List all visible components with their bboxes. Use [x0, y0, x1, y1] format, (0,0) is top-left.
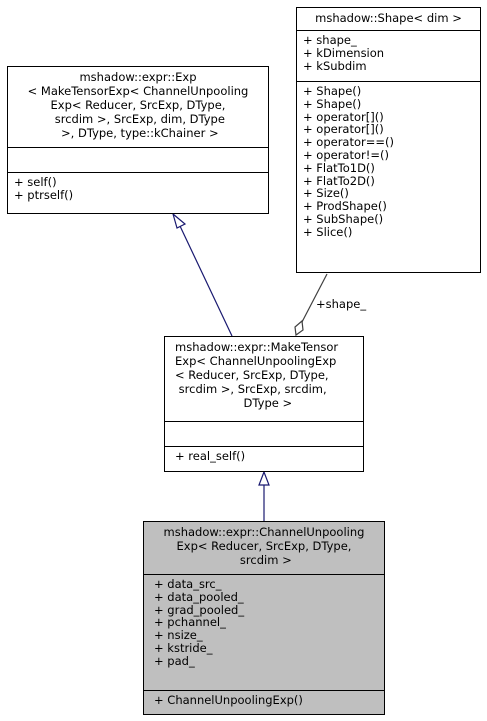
class-title-shape: mshadow::Shape< dim >	[297, 8, 480, 31]
title-line: srcdim >, SrcExp, dim, DType	[51, 112, 225, 126]
title-line: DType >	[239, 396, 293, 410]
method-item: + FlatTo2D()	[303, 173, 375, 188]
composition-edge-label: +shape_	[316, 297, 367, 311]
attribute-item: + kstride_	[154, 640, 213, 655]
title-line: < Reducer, SrcExp, DType,	[175, 368, 329, 382]
method-item: + Slice()	[303, 224, 353, 239]
class-node-channelunpoolingexp[interactable]: mshadow::expr::ChannelUnpooling Exp< Red…	[143, 521, 385, 715]
composition-edge-shape	[301, 273, 328, 323]
attribute-item: + pad_	[154, 653, 195, 668]
title-line: < MakeTensorExp< ChannelUnpooling	[27, 84, 249, 98]
class-title-channelunpoolingexp: mshadow::expr::ChannelUnpooling Exp< Red…	[144, 522, 384, 575]
method-item: + FlatTo1D()	[303, 160, 375, 175]
method-item: + self()	[14, 175, 57, 189]
class-attributes-maketensorexp	[165, 422, 363, 447]
attribute-item: + data_pooled_	[154, 589, 244, 604]
title-line: mshadow::Shape< dim >	[315, 11, 462, 25]
class-methods-maketensorexp: + real_self()	[165, 447, 363, 466]
class-methods-shape: + Shape() + Shape() + operator[]() + ope…	[297, 82, 480, 242]
method-item: + ProdShape()	[303, 199, 387, 214]
class-attributes-exp	[8, 148, 268, 173]
method-item: + operator==()	[303, 135, 394, 150]
inheritance-arrowhead-maketensor	[258, 470, 270, 486]
title-line: Exp< ChannelUnpoolingExp	[175, 354, 337, 368]
title-line: >, DType, type::kChainer >	[57, 126, 219, 140]
class-methods-channelunpoolingexp: + ChannelUnpoolingExp()	[144, 691, 384, 710]
title-line: srcdim >, SrcExp, srcdim,	[175, 382, 327, 396]
class-attributes-shape: + shape_ + kDimension + kSubdim	[297, 31, 480, 82]
title-line: Exp< Reducer, SrcExp, DType,	[50, 98, 226, 112]
attribute-item: + pchannel_	[154, 615, 226, 630]
method-item: + operator[]()	[303, 122, 384, 137]
class-node-exp[interactable]: mshadow::expr::Exp < MakeTensorExp< Chan…	[7, 66, 269, 214]
class-attributes-channelunpoolingexp: + data_src_ + data_pooled_ + grad_pooled…	[144, 575, 384, 691]
method-item: + operator[]()	[303, 109, 384, 124]
composition-diamond	[294, 319, 304, 337]
method-item: + real_self()	[175, 449, 246, 463]
method-item: + ptrself()	[14, 187, 74, 202]
inheritance-arrowhead-exp	[171, 212, 187, 229]
method-item: + Shape()	[303, 96, 362, 111]
class-node-maketensorexp[interactable]: mshadow::expr::MakeTensor Exp< ChannelUn…	[164, 336, 364, 472]
method-item: + Size()	[303, 186, 349, 201]
attribute-item: + data_src_	[154, 577, 222, 591]
attribute-item: + nsize_	[154, 628, 203, 643]
class-title-exp: mshadow::expr::Exp < MakeTensorExp< Chan…	[8, 67, 268, 148]
class-title-maketensorexp: mshadow::expr::MakeTensor Exp< ChannelUn…	[165, 337, 363, 422]
method-item: + Shape()	[303, 84, 362, 98]
attribute-item: + kSubdim	[303, 58, 367, 73]
attribute-item: + shape_	[303, 33, 357, 47]
class-node-shape[interactable]: mshadow::Shape< dim > + shape_ + kDimens…	[296, 7, 481, 273]
method-item: + SubShape()	[303, 211, 384, 226]
inheritance-edge-maketensor-exp	[179, 225, 233, 337]
title-line: Exp< Reducer, SrcExp, DType,	[176, 539, 352, 553]
attribute-item: + kDimension	[303, 45, 385, 60]
title-line: srcdim >	[236, 553, 292, 567]
class-methods-exp: + self() + ptrself()	[8, 173, 268, 205]
method-item: + operator!=()	[303, 147, 389, 162]
attribute-item: + grad_pooled_	[154, 602, 245, 617]
method-item: + ChannelUnpoolingExp()	[154, 693, 303, 707]
title-line: mshadow::expr::Exp	[79, 70, 197, 84]
title-line: mshadow::expr::ChannelUnpooling	[163, 525, 365, 539]
title-line: mshadow::expr::MakeTensor	[175, 340, 339, 354]
